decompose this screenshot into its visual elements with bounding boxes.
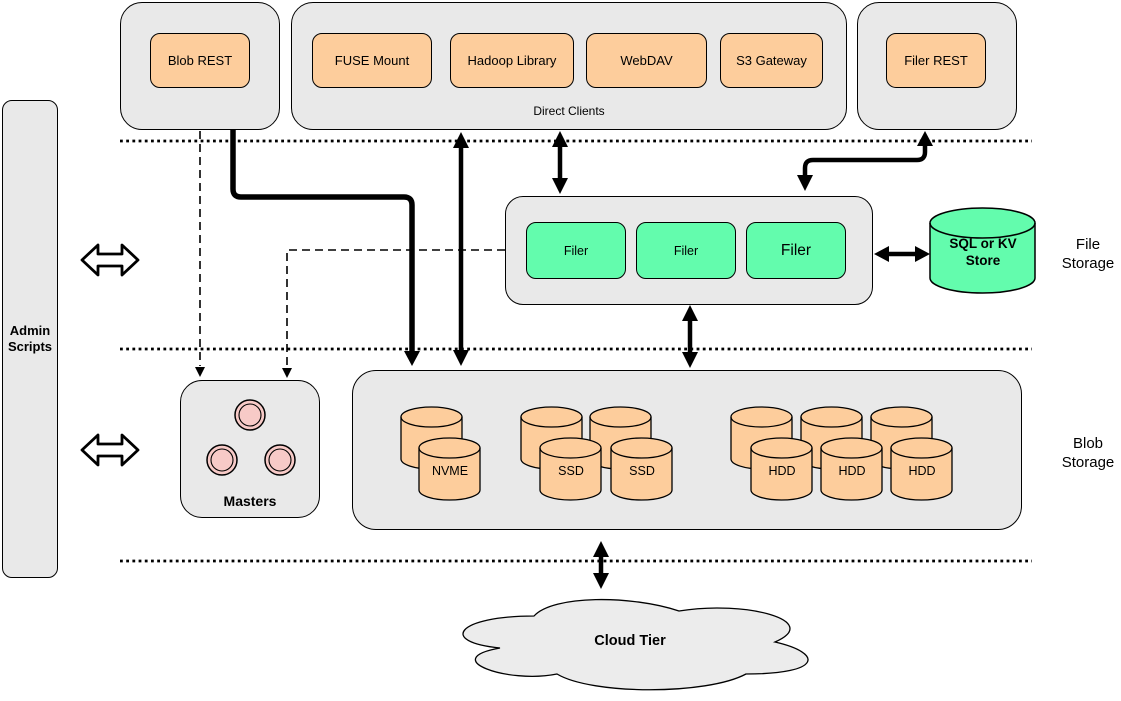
admin-double-arrow-file-layer (80, 243, 140, 277)
arrow-filerrest-filer (797, 131, 933, 191)
arrow-blobrest-to-blobstorage (230, 130, 420, 366)
s3-gateway-chip: S3 Gateway (720, 33, 823, 88)
hdd-cylinder-3 (890, 437, 953, 501)
master-nodes (206, 399, 296, 476)
hdd-label-2: HDD (838, 464, 866, 478)
filer-chip-2: Filer (636, 222, 736, 279)
cloud-tier-shape (462, 598, 809, 691)
arrow-clients-blobstorage (453, 132, 469, 366)
hdd-cylinder-2 (820, 437, 883, 501)
hdd-label-1: HDD (768, 464, 796, 478)
masters-label: Masters (223, 493, 277, 509)
sql-kv-store-cylinder (929, 207, 1036, 294)
hdd-label-3: HDD (908, 464, 936, 478)
blob-storage-layer-label: Blob Storage (1061, 435, 1115, 471)
admin-scripts-label: Admin Scripts (7, 322, 53, 354)
ssd-cylinder-2 (610, 437, 673, 501)
hdd-cylinder-1 (750, 437, 813, 501)
ssd-label-1: SSD (558, 464, 584, 478)
filer-chip-1: Filer (526, 222, 626, 279)
master-node-inner-circle (210, 448, 234, 472)
master-node-inner-circle (238, 403, 262, 427)
ssd-label-2: SSD (629, 464, 655, 478)
nvme-cylinder (418, 437, 481, 501)
cloud-tier-label: Cloud Tier (594, 633, 666, 649)
sql-kv-store-label: SQL or KV Store (949, 236, 1017, 268)
hadoop-library-chip: Hadoop Library (450, 33, 574, 88)
ssd-cylinder-1 (539, 437, 602, 501)
arrow-blobstorage-cloud (593, 541, 609, 589)
fuse-mount-chip: FUSE Mount (312, 33, 432, 88)
nvme-label: NVME (431, 464, 469, 478)
admin-double-arrow-blob-layer (80, 433, 140, 467)
arrow-clients-filer (552, 131, 568, 194)
filer-chip-3: Filer (746, 222, 846, 279)
dashed-arrow-blobrest-to-masters (195, 131, 205, 377)
dashed-arrow-filer-to-masters (282, 249, 505, 378)
webdav-chip: WebDAV (586, 33, 707, 88)
direct-clients-label: Direct Clients (533, 104, 605, 118)
blob-rest-chip: Blob REST (150, 33, 250, 88)
arrow-filer-sqlstore (874, 246, 930, 262)
filer-rest-chip: Filer REST (886, 33, 986, 88)
admin-scripts-box (2, 100, 58, 578)
arrow-filer-blobstorage (682, 305, 698, 368)
file-storage-layer-label: File Storage (1061, 236, 1115, 272)
master-node-inner-circle (268, 448, 292, 472)
volume-cylinders (400, 406, 953, 501)
